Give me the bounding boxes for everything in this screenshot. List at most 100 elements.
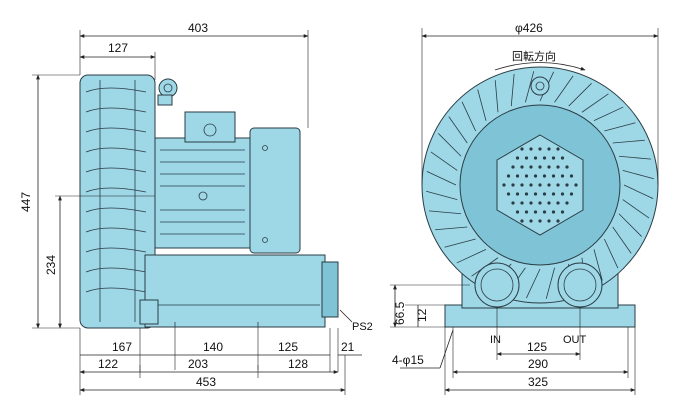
grille-hole [547, 147, 551, 151]
grille-hole [560, 156, 565, 160]
grille-hole [529, 165, 533, 169]
grille-hole [538, 147, 542, 151]
grille-hole [515, 156, 520, 160]
grille-hole [515, 210, 520, 214]
dim-290: 290 [528, 357, 548, 371]
grille-hole [547, 219, 551, 223]
grille-hole [511, 183, 515, 187]
front-view: 回転方向 IN OUT [421, 49, 659, 346]
grille-hole [547, 183, 551, 187]
grille-hole [529, 183, 533, 187]
dim-453: 453 [196, 375, 216, 389]
grille-hole [556, 183, 560, 187]
casing-fin [618, 213, 642, 237]
grille-hole [551, 210, 556, 214]
out-label: OUT [563, 334, 587, 346]
casing-fin [461, 101, 477, 132]
grille-hole [556, 165, 560, 169]
inlet-port [474, 262, 520, 308]
grille-hole [538, 201, 542, 205]
casing-fin [622, 170, 654, 180]
grille-hole [520, 147, 524, 151]
casing-fin [618, 155, 652, 160]
casing-fin [426, 170, 457, 186]
grille-hole [569, 174, 574, 178]
grille-hole [551, 174, 556, 178]
grille-hole [574, 183, 578, 187]
casing-fin [593, 106, 624, 122]
dim-125: 125 [278, 340, 298, 354]
grille-hole [542, 174, 547, 178]
grille-hole [542, 156, 547, 160]
dim-127: 127 [108, 41, 128, 55]
casing-fin [444, 238, 476, 248]
motor-fins [160, 149, 245, 235]
casing-fin [494, 80, 499, 113]
outlet-port-front [557, 262, 603, 308]
dim-128: 128 [288, 357, 308, 371]
grille-hole [511, 201, 515, 205]
grille-hole [542, 192, 547, 196]
grille-hole [565, 165, 569, 169]
grille-hole [520, 183, 524, 187]
grille-hole [547, 165, 551, 169]
dim-403: 403 [188, 21, 208, 35]
casing-fin [510, 73, 515, 107]
casing-fin [593, 249, 603, 281]
casing-fin [603, 238, 619, 269]
casing-fin [545, 267, 555, 299]
grille-hole [515, 192, 520, 196]
grille-hole [556, 219, 560, 223]
grille-hole [520, 219, 524, 223]
motor-body [154, 137, 251, 249]
side-view [79, 74, 339, 329]
grille-hole [506, 174, 511, 178]
dim-447: 447 [19, 192, 33, 212]
grille-hole [533, 156, 538, 160]
grille-hole [529, 201, 533, 205]
casing-fin [612, 226, 632, 254]
lifting-eye [158, 78, 178, 98]
grille-holes [502, 147, 578, 223]
casing-fin [430, 151, 458, 171]
grille-hole [547, 201, 551, 205]
grille-hole [511, 165, 515, 169]
casing-fin [581, 93, 609, 113]
silencer-base [144, 254, 326, 328]
casing-fin [456, 248, 487, 264]
casing-fin [568, 83, 592, 107]
grille-hole [533, 174, 538, 178]
grille-hole [556, 147, 560, 151]
grille-hole [542, 210, 547, 214]
grille-hole [556, 201, 560, 205]
holes-label: 4-φ15 [392, 353, 424, 367]
casing-fin [428, 210, 462, 215]
grille-hole [560, 192, 565, 196]
casing-fin [448, 116, 468, 144]
casing-fin [477, 89, 487, 121]
grille-hole [524, 174, 529, 178]
grille-hole [533, 210, 538, 214]
grille-hole [524, 156, 529, 160]
casing-fin [426, 190, 458, 200]
dim-12: 12 [415, 308, 429, 322]
ps2-label: PS2 [352, 321, 373, 333]
grille-hole [565, 201, 569, 205]
grille-hole [560, 174, 565, 178]
in-label: IN [490, 334, 501, 346]
casing-fin [612, 139, 645, 144]
grille-hole [538, 165, 542, 169]
dim-125-front: 125 [527, 340, 547, 354]
dim-phi426: φ426 [515, 21, 543, 35]
side-dimensions: 403 127 447 234 167 140 125 21 122 203 [19, 21, 373, 395]
terminal-box [184, 111, 236, 143]
casing-fin [435, 226, 468, 231]
grille-hole [502, 183, 506, 187]
casing-fin [554, 75, 574, 103]
grille-hole [520, 201, 524, 205]
dim-234: 234 [44, 255, 58, 275]
rotation-label: 回転方向 [512, 49, 556, 63]
front-dimensions: φ426 66.5 12 125 290 325 4-φ15 [390, 21, 659, 395]
casing-fin [622, 199, 650, 219]
